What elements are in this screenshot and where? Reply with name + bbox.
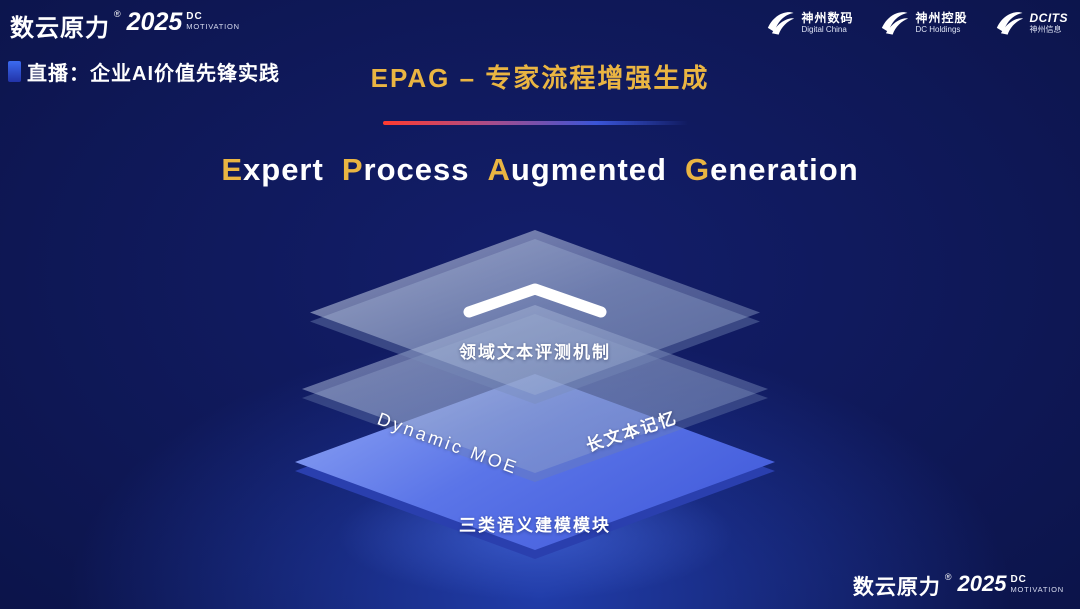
partner-dc-holdings: 神州控股 DC Holdings [879, 9, 967, 36]
label-semantic-modeling: 三类语义建模模块 [459, 516, 611, 535]
live-text: 直播：企业AI价值先锋实践 [27, 63, 280, 85]
page-title-en: Expert Process Augmented Generation [0, 152, 1080, 188]
brand-dc-stack: DC MOTIVATION [186, 11, 240, 31]
live-label: 直播：企业AI价值先锋实践 [8, 57, 280, 86]
gradient-divider [383, 121, 688, 125]
brand-year: 2025 [957, 571, 1007, 596]
partner-logos: 神州数码 Digital China 神州控股 DC Holdings DCIT… [765, 9, 1068, 36]
title-word: Augmented [487, 152, 667, 187]
title-word-initial: E [221, 152, 244, 187]
partner-name-cn: DCITS [1029, 10, 1068, 25]
brand-logo-top-left: 数云原力 ® 2025 DC MOTIVATION [10, 8, 240, 43]
brand-logo-bottom-right: 数云原力 ® 2025 DC MOTIVATION [853, 571, 1064, 601]
brand-motivation: MOTIVATION [186, 21, 240, 31]
title-word: Process [342, 152, 470, 187]
partner-name-en: Digital China [801, 24, 847, 34]
partner-name-cn: 神州控股 [915, 10, 968, 25]
live-bullet-icon [8, 61, 21, 82]
swoosh-icon [882, 12, 909, 35]
title-word: Generation [685, 152, 859, 187]
title-word-initial: A [487, 152, 511, 187]
partner-name-en: 神州信息 [1029, 24, 1062, 34]
brand-dc-stack: DC MOTIVATION [1010, 574, 1064, 594]
brand-dc: DC [186, 11, 203, 22]
partner-digital-china: 神州数码 Digital China [765, 9, 853, 36]
partner-text: 神州控股 DC Holdings [915, 11, 967, 35]
title-word-initial: G [685, 152, 711, 187]
partner-name-cn: 神州数码 [801, 10, 854, 25]
registered-mark: ® [114, 9, 121, 19]
title-word-rest: ugmented [510, 152, 667, 187]
page-title-cn: EPAG – 专家流程增强生成 [370, 63, 710, 93]
chevron-up-icon [463, 283, 607, 318]
brand-name: 数云原力 [10, 15, 110, 42]
brand-name: 数云原力 [852, 576, 941, 599]
swoosh-icon [996, 12, 1023, 35]
brand-dc: DC [1010, 574, 1027, 585]
brand-year: 2025 [126, 8, 183, 36]
partner-name-en: DC Holdings [915, 24, 961, 34]
title-word-rest: xpert [243, 152, 324, 187]
title-word-initial: P [341, 152, 364, 187]
swoosh-icon [768, 12, 795, 35]
partner-dcits: DCITS 神州信息 [994, 9, 1069, 36]
brand-motivation: MOTIVATION [1010, 584, 1064, 594]
layer-evaluation-mechanism [310, 230, 760, 404]
partner-text: DCITS 神州信息 [1030, 11, 1069, 35]
title-word: Expert [221, 152, 324, 187]
label-evaluation-mechanism: 领域文本评测机制 [459, 343, 611, 362]
title-word-rest: eneration [710, 152, 859, 187]
registered-mark: ® [944, 572, 952, 582]
partner-text: 神州数码 Digital China [801, 11, 853, 35]
title-word-rest: rocess [363, 152, 470, 187]
